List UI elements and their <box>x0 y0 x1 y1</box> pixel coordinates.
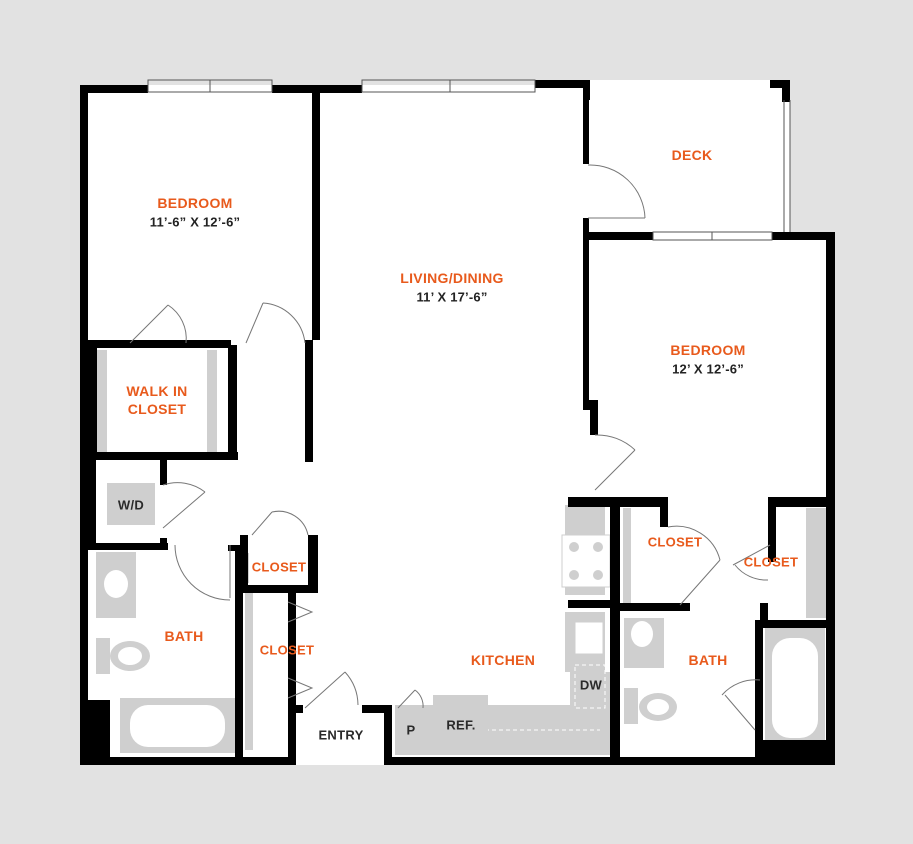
walk-in-closet-label-1: WALK IN <box>126 383 188 399</box>
counter-outline <box>485 664 606 731</box>
bath-1-label: BATH <box>164 628 204 644</box>
windows <box>147 79 791 241</box>
washer-dryer-label: W/D <box>117 497 145 513</box>
living-dining-size: 11’ X 17’-6” <box>416 289 488 305</box>
doors <box>129 164 771 731</box>
dishwasher-label: DW <box>579 677 603 693</box>
hall-closet-label: CLOSET <box>251 559 307 575</box>
entry-closet-label: CLOSET <box>259 642 315 658</box>
floor <box>80 80 833 765</box>
deck-name: DECK <box>671 147 713 163</box>
kitchen-label: KITCHEN <box>470 652 536 668</box>
bedroom-2-name: BEDROOM <box>670 342 746 358</box>
sink-icon <box>104 570 653 655</box>
bedroom-2-size: 12’ X 12’-6” <box>672 361 744 377</box>
bath-2-closet-right-label: CLOSET <box>743 554 799 570</box>
walk-in-closet-label-2: CLOSET <box>127 401 187 417</box>
bedroom-1-name: BEDROOM <box>157 195 233 211</box>
refrigerator-label: REF. <box>446 717 476 733</box>
background-block <box>868 0 913 152</box>
bath-2-label: BATH <box>688 652 728 668</box>
living-dining-name: LIVING/DINING <box>400 270 504 286</box>
bedroom-1-size: 11’-6” X 12’-6” <box>149 214 241 230</box>
bath-2-closet-left-label: CLOSET <box>647 534 703 550</box>
refrigerator-box <box>433 695 488 750</box>
walls <box>80 80 835 765</box>
pantry-label: P <box>406 722 416 738</box>
pantry-box <box>398 708 423 750</box>
bathtub-icon <box>130 638 818 747</box>
entry-label: ENTRY <box>318 727 364 743</box>
stove-icon <box>561 534 611 588</box>
